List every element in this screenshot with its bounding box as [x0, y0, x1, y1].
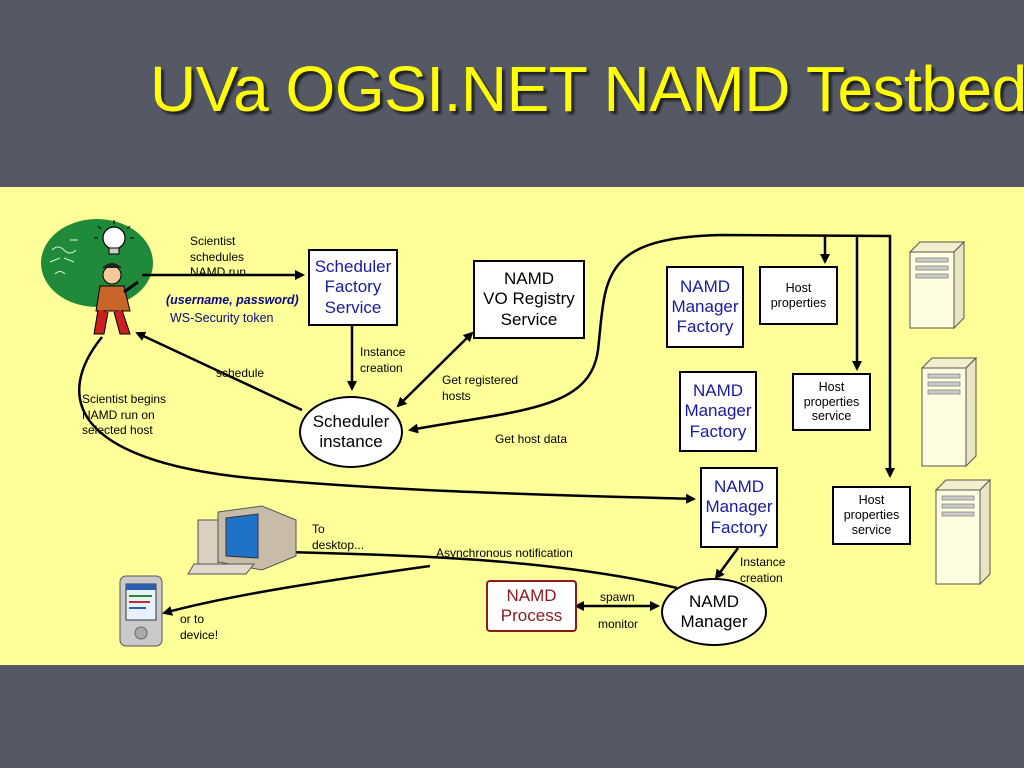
manager-factory-box-3[interactable]: NAMD Manager Factory	[700, 467, 778, 548]
label-scientist-begins: Scientist begins NAMD run on selected ho…	[82, 392, 167, 438]
footer-band	[0, 665, 1024, 768]
label-instance-creation-2: Instance creation	[740, 555, 786, 585]
label-monitor: monitor	[598, 617, 639, 631]
label-ws-security: WS-Security token	[170, 311, 274, 325]
host-properties-box-1[interactable]: Host properties	[759, 266, 838, 325]
label-get-registered-hosts: Get registered hosts	[442, 373, 519, 403]
vo-registry-service-box[interactable]: NAMD VO Registry Service	[473, 260, 585, 339]
scheduler-factory-service-box[interactable]: Scheduler Factory Service	[308, 249, 398, 326]
label-schedule: schedule	[216, 366, 265, 380]
pda-device-icon	[119, 575, 163, 647]
label-or-to-device: or to device!	[180, 612, 219, 642]
lightbulb-icon	[94, 220, 134, 255]
label-instance-creation-1: Instance creation	[360, 345, 406, 375]
host-properties-service-box-3[interactable]: Host properties service	[832, 486, 911, 545]
label-to-desktop: To desktop...	[312, 522, 365, 552]
label-scientist-schedules: Scientist schedules NAMD run	[190, 234, 247, 280]
host-properties-service-box-2[interactable]: Host properties service	[792, 373, 871, 431]
scheduler-instance-node[interactable]: Scheduler instance	[299, 396, 403, 468]
namd-process-box[interactable]: NAMD Process	[486, 580, 577, 632]
label-async-notification: Asynchronous notification	[436, 546, 573, 560]
label-get-host-data: Get host data	[495, 432, 568, 446]
server-tower-icon	[908, 240, 992, 586]
scientist-icon	[41, 219, 153, 335]
manager-factory-box-1[interactable]: NAMD Manager Factory	[666, 266, 744, 348]
slide-title: UVa OGSI.NET NAMD Testbed	[150, 53, 1024, 125]
label-spawn: spawn	[600, 590, 635, 604]
namd-manager-node[interactable]: NAMD Manager	[661, 578, 767, 646]
manager-factory-box-2[interactable]: NAMD Manager Factory	[679, 371, 757, 452]
title-bar: UVa OGSI.NET NAMD Testbed	[0, 0, 1024, 187]
label-credentials: (username, password)	[166, 293, 299, 307]
desktop-computer-icon	[187, 505, 297, 575]
